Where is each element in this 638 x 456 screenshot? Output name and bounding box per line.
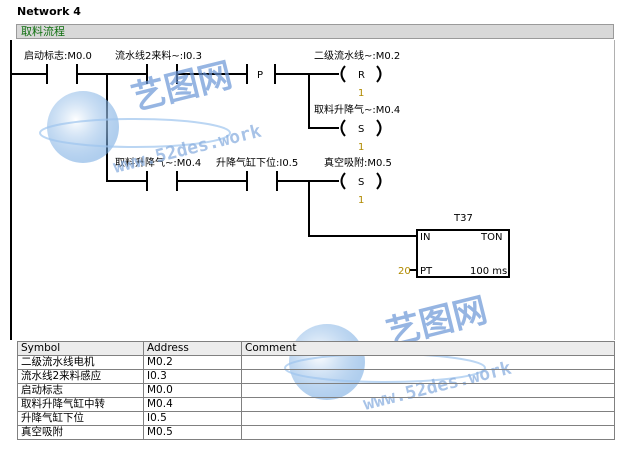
contact-label: 启动标志:M0.0 xyxy=(24,49,92,62)
coil-label: 二级流水线~:M0.2 xyxy=(314,49,400,62)
contact-label: 升降气缸下位:I0.5 xyxy=(216,156,298,169)
cell-symbol: 升降气缸下位 xyxy=(17,411,144,426)
coil-reset-m02[interactable]: R 二级流水线~:M0.2 1 xyxy=(314,49,400,99)
contact-lift-cylinder-down[interactable]: 升降气缸下位:I0.5 xyxy=(216,156,298,191)
timer-resolution: 100 ms xyxy=(470,266,507,277)
edge-label: P xyxy=(257,70,263,81)
network-comment: 取料流程 xyxy=(21,25,65,38)
coil-set-m04[interactable]: S 取料升降气~:M0.4 1 xyxy=(314,103,400,153)
cell-address: M0.2 xyxy=(143,355,242,370)
header-symbol[interactable]: Symbol xyxy=(17,341,144,356)
table-row[interactable]: 升降气缸下位 I0.5 xyxy=(17,411,615,426)
rung-wires xyxy=(11,73,417,271)
cell-symbol: 启动标志 xyxy=(17,383,144,398)
cell-comment xyxy=(241,369,615,384)
contact-lift-cylinder-relay[interactable]: 取料升降气~:M0.4 xyxy=(115,156,201,191)
coil-op: S xyxy=(358,124,364,135)
timer-type: TON xyxy=(480,232,502,243)
cell-address: I0.3 xyxy=(143,369,242,384)
table-row[interactable]: 真空吸附 M0.5 xyxy=(17,425,615,440)
timer-block-t37[interactable]: T37 IN TON PT 100 ms 20 xyxy=(398,213,510,278)
coil-op: S xyxy=(358,177,364,188)
coil-label: 取料升降气~:M0.4 xyxy=(314,103,400,116)
timer-pt-pin: PT xyxy=(420,266,433,277)
cell-address: I0.5 xyxy=(143,411,242,426)
right-border xyxy=(614,40,615,340)
table-row[interactable]: 流水线2来料感应 I0.3 xyxy=(17,369,615,384)
network-comment-bar[interactable]: 取料流程 xyxy=(16,24,614,39)
cell-comment xyxy=(241,383,615,398)
symbol-table-header: Symbol Address Comment xyxy=(17,341,615,356)
cell-address: M0.4 xyxy=(143,397,242,412)
timer-name: T37 xyxy=(453,213,473,224)
cell-address: M0.0 xyxy=(143,383,242,398)
coil-op: R xyxy=(358,70,365,81)
cell-comment xyxy=(241,355,615,370)
timer-pt-value: 20 xyxy=(398,266,411,277)
cell-comment xyxy=(241,411,615,426)
cell-address: M0.5 xyxy=(143,425,242,440)
coil-count: 1 xyxy=(358,142,364,153)
contact-label: 流水线2来料~:I0.3 xyxy=(115,49,202,62)
ladder-diagram: 启动标志:M0.0 流水线2来料~:I0.3 P 取料升降气~:M0.4 升降气… xyxy=(10,40,510,340)
contact-start-flag[interactable]: 启动标志:M0.0 xyxy=(24,49,92,84)
cell-symbol: 真空吸附 xyxy=(17,425,144,440)
coil-count: 1 xyxy=(358,195,364,206)
cell-symbol: 流水线2来料感应 xyxy=(17,369,144,384)
cell-symbol: 取料升降气缸中转 xyxy=(17,397,144,412)
table-row[interactable]: 启动标志 M0.0 xyxy=(17,383,615,398)
coil-label: 真空吸附:M0.5 xyxy=(324,156,392,169)
cell-comment xyxy=(241,397,615,412)
network-title: Network 4 xyxy=(17,5,81,18)
coil-set-m05[interactable]: S 真空吸附:M0.5 1 xyxy=(324,156,392,206)
table-row[interactable]: 二级流水线电机 M0.2 xyxy=(17,355,615,370)
contact-line2-incoming[interactable]: 流水线2来料~:I0.3 xyxy=(115,49,202,84)
positive-edge-detector[interactable]: P xyxy=(246,64,276,84)
symbol-table: Symbol Address Comment 二级流水线电机 M0.2 流水线2… xyxy=(17,341,615,440)
contact-label: 取料升降气~:M0.4 xyxy=(115,156,201,169)
header-address[interactable]: Address xyxy=(143,341,242,356)
header-comment[interactable]: Comment xyxy=(241,341,615,356)
table-row[interactable]: 取料升降气缸中转 M0.4 xyxy=(17,397,615,412)
cell-comment xyxy=(241,425,615,440)
timer-in-pin: IN xyxy=(420,232,430,243)
cell-symbol: 二级流水线电机 xyxy=(17,355,144,370)
coil-count: 1 xyxy=(358,88,364,99)
